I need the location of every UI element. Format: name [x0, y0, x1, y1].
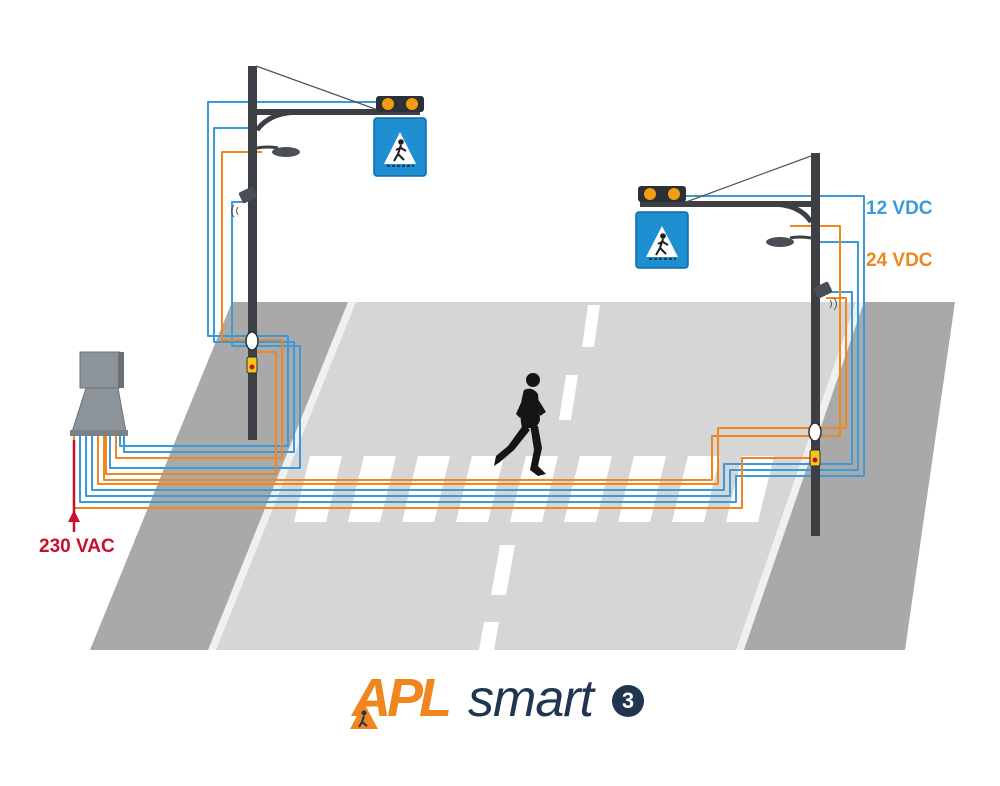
apl-smart-logo: APL smart 3: [340, 665, 670, 745]
radar-sensor-icon: [231, 186, 258, 218]
left-sidewalk: [90, 302, 352, 650]
left-pole-arm-brace: [254, 109, 301, 132]
pedestrian-crossing-sign-icon: [373, 117, 427, 177]
voltage-label-230vac: 230 VAC: [39, 536, 115, 557]
voltage-label-12vdc: 12 VDC: [866, 198, 933, 219]
cables: [73, 101, 865, 509]
left-pole: [248, 66, 257, 440]
lane-dash: [582, 305, 600, 347]
lane-dash: [479, 622, 499, 650]
street-lamp-icon: [766, 235, 812, 247]
left-pole-tie-wire: [255, 65, 379, 111]
push-button-icon: [245, 331, 259, 374]
logo-product: smart: [468, 670, 594, 728]
lane-dash: [559, 375, 578, 420]
right-pole: [811, 153, 820, 536]
orange-cable: [97, 297, 847, 485]
voltage-label-24vdc: 24 VDC: [866, 250, 933, 271]
left-curb: [208, 302, 356, 650]
logo-version-badge: 3: [612, 685, 644, 717]
blue-cable: [123, 127, 295, 453]
control-cabinet-icon: [70, 351, 128, 436]
blue-cable: [85, 241, 859, 497]
orange-cable: [115, 151, 283, 459]
lane-dash: [491, 545, 515, 595]
amber-beacon-icon: [376, 96, 424, 112]
right-pole-assembly: [635, 153, 837, 536]
radar-sensor-icon: [813, 281, 837, 311]
left-pole-assembly: [231, 65, 427, 440]
blue-cable: [119, 101, 378, 447]
left-pole-arm: [252, 109, 420, 115]
right-pole-arm-brace: [769, 201, 814, 224]
blue-cable: [91, 291, 853, 491]
zebra-crossing: [294, 456, 774, 522]
runner-silhouette-icon: [494, 373, 546, 476]
orange-cable: [105, 351, 277, 475]
street-lamp-icon: [256, 145, 300, 157]
blue-cable: [79, 195, 865, 503]
orange-cable: [103, 225, 841, 481]
pedestrian-logo-icon: [350, 703, 378, 729]
right-pole-arm: [640, 201, 816, 207]
push-button-icon: [808, 422, 822, 467]
power-supply-arrow: [68, 440, 80, 532]
blue-cable: [109, 201, 301, 469]
right-pole-tie-wire: [685, 155, 812, 203]
pedestrian-crossing-sign-icon: [635, 211, 689, 269]
amber-beacon-icon: [638, 186, 686, 202]
logo-brand: APL: [352, 668, 452, 728]
zebra-stripe: [726, 456, 774, 522]
